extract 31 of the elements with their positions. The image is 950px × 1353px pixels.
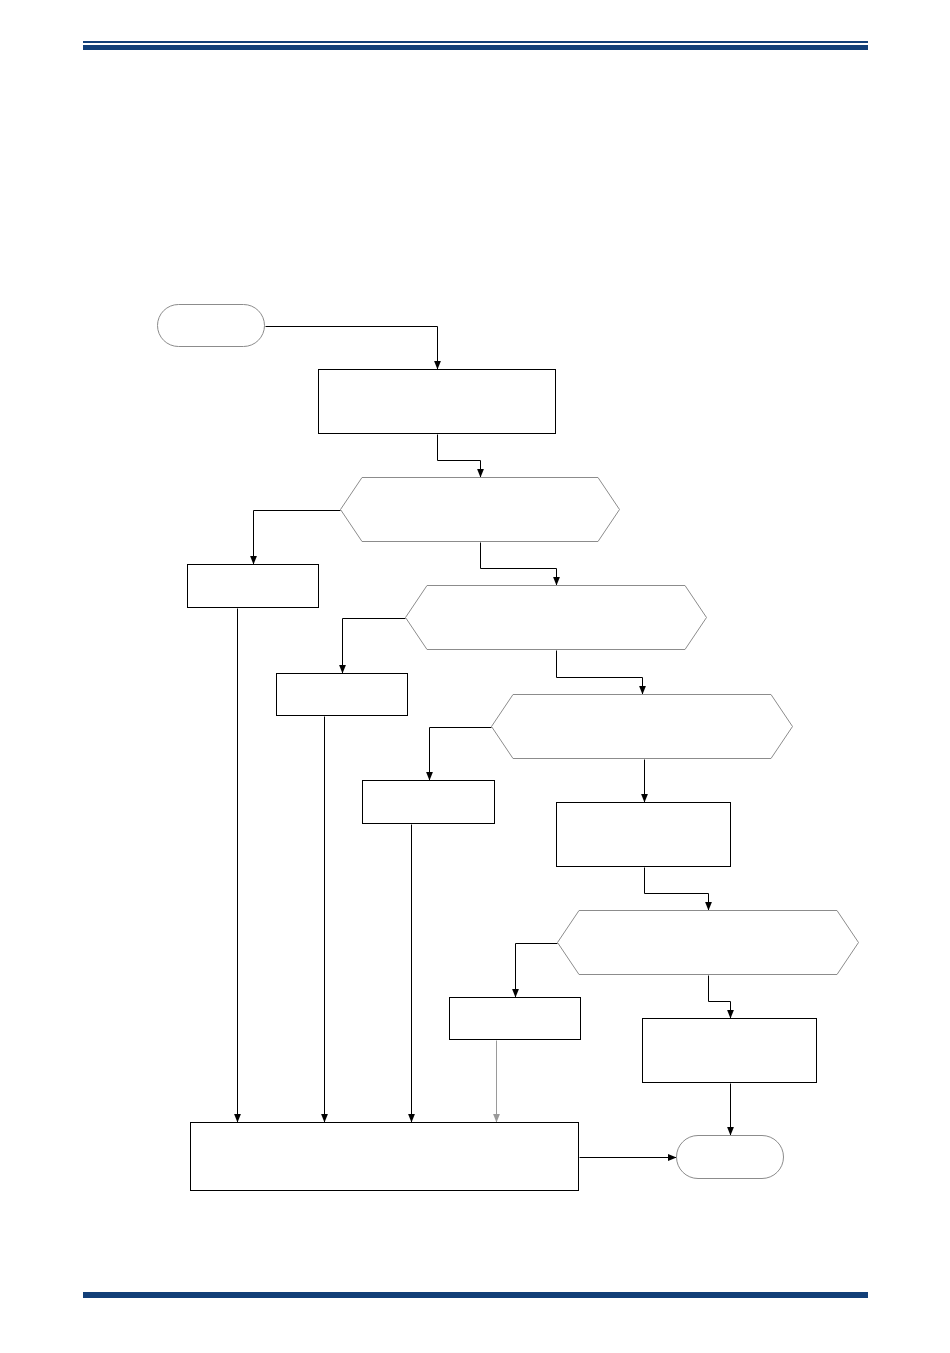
process-box <box>556 802 731 867</box>
process-box <box>449 997 581 1040</box>
decision-hexagon <box>405 585 707 650</box>
process-box <box>187 564 319 608</box>
terminal-pill <box>676 1135 784 1179</box>
arrow <box>640 759 649 803</box>
decision-hexagon <box>340 477 620 542</box>
process-box <box>362 780 495 824</box>
arrow <box>480 542 561 586</box>
arrow <box>492 1040 501 1123</box>
arrow <box>644 867 713 911</box>
arrow <box>338 618 406 674</box>
arrow <box>320 716 329 1123</box>
decision-hexagon <box>491 694 793 759</box>
arrow <box>579 1153 677 1162</box>
arrow <box>708 975 735 1019</box>
arrow <box>407 824 416 1123</box>
arrow <box>233 608 242 1123</box>
arrow <box>726 1083 735 1136</box>
process-box <box>190 1122 579 1191</box>
process-box <box>276 673 408 716</box>
decision-hexagon <box>557 910 859 975</box>
arrow <box>249 510 341 565</box>
arrow <box>437 434 485 478</box>
arrow <box>511 943 558 998</box>
process-box <box>318 369 556 434</box>
arrow <box>425 727 492 781</box>
terminal-pill <box>157 304 265 347</box>
process-box <box>642 1018 817 1083</box>
arrow <box>265 326 442 370</box>
arrow <box>556 650 647 695</box>
